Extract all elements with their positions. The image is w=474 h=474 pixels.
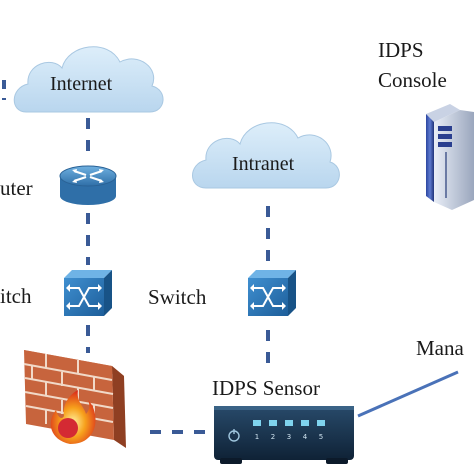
router-icon [59, 165, 117, 205]
management-label: Mana [416, 336, 464, 360]
switch-icon [248, 270, 296, 316]
cloud-icon [13, 46, 164, 113]
link-sensor-management [357, 370, 459, 418]
switch-right-label: Switch [148, 285, 207, 309]
console-label-line1: IDPS [378, 38, 424, 62]
port-number: 2 [271, 433, 275, 441]
server-icon [426, 104, 474, 210]
sensor-label: IDPS Sensor [212, 376, 320, 400]
port-number: 1 [255, 433, 259, 441]
internet-label: Internet [50, 73, 113, 95]
power-icon [228, 429, 240, 442]
cloud-icon [192, 122, 340, 189]
console-label-line2: Console [378, 68, 447, 92]
port-number: 4 [303, 433, 308, 441]
port-number: 3 [287, 433, 291, 441]
switch-left-label: itch [0, 284, 32, 308]
port-numbers: 1 2 3 4 5 [255, 433, 323, 441]
intranet-label: Intranet [232, 153, 295, 175]
network-links [2, 80, 459, 434]
firewall-icon [23, 350, 126, 448]
switch-icon [64, 270, 112, 316]
port-number: 5 [319, 433, 323, 441]
sensor-device-icon: 1 2 3 4 5 [214, 406, 354, 464]
router-label: uter [0, 176, 33, 200]
